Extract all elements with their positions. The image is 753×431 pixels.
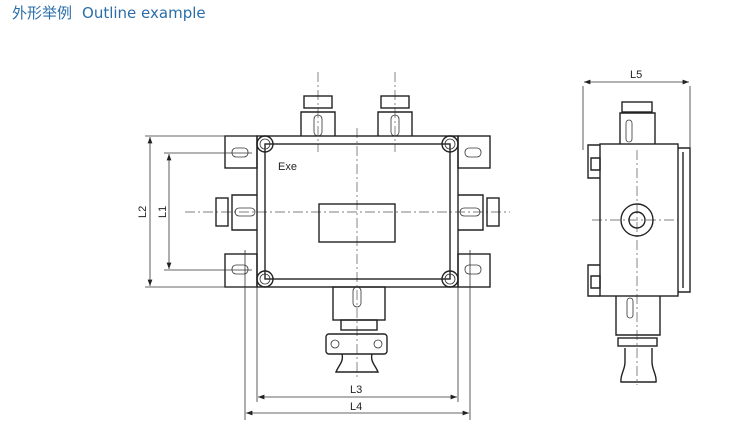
title-en: Outline example [82,4,206,22]
page-title: 外形举例 Outline example [12,2,206,23]
dimension-label-l3: L3 [350,384,362,396]
cable-gland-bottom [325,286,388,373]
dimension-label-l2: L2 [137,206,149,218]
dimension-lines [145,135,471,420]
cable-glands-top [300,95,413,137]
side-lid [678,147,691,293]
side-view: L5 [582,69,691,385]
front-view: Exe L2 L1 L3 L4 [137,72,510,420]
cable-glands-side [215,194,500,231]
corner-screws [256,135,459,288]
dimension-label-l1: L1 [157,206,169,218]
side-gland-top [619,101,656,144]
side-gland-bottom [615,296,661,383]
title-cn: 外形举例 [12,4,73,22]
bracket-top [587,144,601,179]
dimension-label-l5: L5 [630,69,642,81]
dimension-label-l4: L4 [350,401,362,413]
exe-marking: Exe [278,161,297,173]
bracket-bottom [587,264,601,297]
nameplate [318,203,396,243]
enclosure-body [256,135,459,288]
side-body [599,143,679,297]
